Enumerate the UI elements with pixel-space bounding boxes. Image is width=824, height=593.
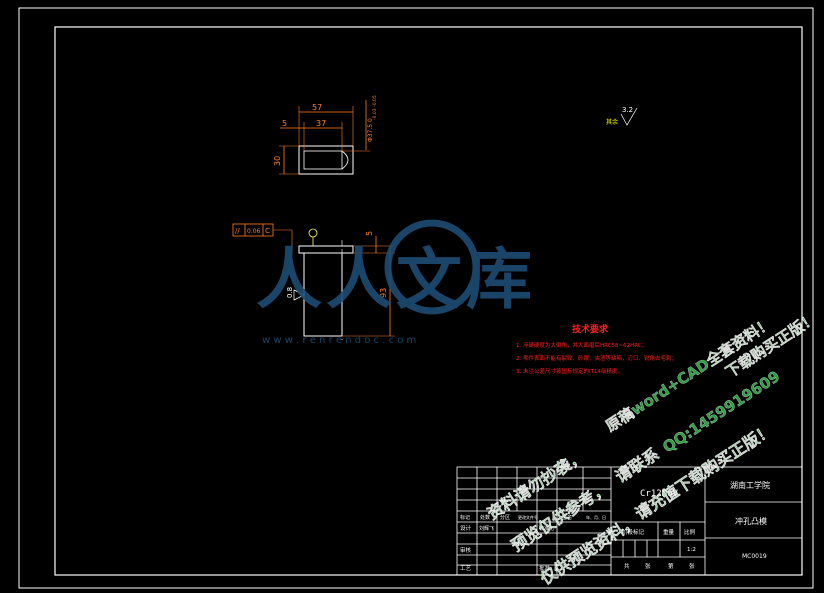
roughness-note-label: 其余 xyxy=(606,118,618,126)
dim-text-37: 37 xyxy=(316,119,326,128)
top-view-inner xyxy=(303,150,343,170)
tolerance-symbol: // xyxy=(235,227,240,235)
tech-line-2: 2. 零件表面不能有裂纹、砂眼、夹渣等缺陷，刃口、锐角去毛刺； xyxy=(516,354,677,362)
tech-line-1: 1. 淬硬硬度为大倒角，并大面磨后HRC58~62HRC； xyxy=(516,341,647,349)
top-view-arc xyxy=(341,150,349,170)
tb-sheet-4: 张 xyxy=(689,562,695,570)
title-block-text: Cr12MoV 湖南工学院 冲孔凸模 MC0019 阶段标记 重量 比例 1:2… xyxy=(460,480,770,572)
top-view: 57 5 37 30 Φ37.5 0 -0.03 -0.05 xyxy=(273,95,378,175)
tb-row-label-4: 签名 xyxy=(562,514,572,521)
roughness-note-value: 3.2 xyxy=(622,106,633,114)
tb-left-label-1: 审核 xyxy=(460,546,472,554)
dim-text-30: 30 xyxy=(273,156,282,166)
tb-school: 湖南工学院 xyxy=(730,480,770,490)
title-block xyxy=(456,466,803,576)
roughness-symbol-front xyxy=(293,289,305,301)
tb-left-value-0: 刘辉飞 xyxy=(479,525,494,532)
wm-line-1: 原稿word+CAD全套资料！ xyxy=(602,314,775,435)
tolerance-value: 0.06 xyxy=(247,228,261,235)
tb-sheet-3: 第 xyxy=(668,562,674,570)
dim-text-ra-front: 0.8 xyxy=(286,287,294,298)
wm-overlap-3: 请充值下载购买正版！ xyxy=(632,420,777,523)
dim-text-tol: -0.03 -0.05 xyxy=(372,95,378,120)
dim-text-side: Φ37.5 0 xyxy=(367,118,374,142)
tb-weight-label: 重量 xyxy=(663,528,675,536)
inner-frame xyxy=(54,26,803,576)
tb-row-label-1: 处数 xyxy=(480,514,490,521)
tb-row-label-3: 更改文件号 xyxy=(518,514,538,520)
tolerance-frame: // 0.06 C xyxy=(232,223,293,246)
tb-sheet-1: 共 xyxy=(624,562,630,570)
outer-frame xyxy=(18,7,814,589)
tb-approve-label: 批准 xyxy=(539,564,551,572)
dim-text-5-top: 5 xyxy=(282,119,287,128)
tb-scale-label: 比例 xyxy=(684,528,696,536)
tolerance-datum: C xyxy=(265,227,270,235)
tech-line-3: 3. 未注公差尺寸按国标规定的IT14级精度。 xyxy=(516,367,623,375)
watermark-logo: 人人文库 w w w . r e n r e n d o c . c o m xyxy=(256,219,536,346)
tb-row-label-0: 标记 xyxy=(460,514,470,521)
watermark-logo-text: 人人文库 xyxy=(256,241,536,318)
tb-part-name: 冲孔凸模 xyxy=(735,516,767,526)
tb-std-label: 标准化 xyxy=(539,525,554,532)
roughness-symbol xyxy=(620,107,638,126)
tb-left-label-2: 工艺 xyxy=(460,565,472,572)
tb-left-label-0: 设计 xyxy=(460,524,472,532)
tb-sheet-2: 张 xyxy=(645,562,651,570)
front-view: // 0.06 C 5 93 0.8 xyxy=(232,223,395,340)
tb-scale: 1:2 xyxy=(687,547,696,553)
watermark-text: 资料请勿抄袭， 原稿word+CAD全套资料！ 预览仅供参考， 请联系 QQ:1… xyxy=(484,309,821,589)
dim-text-93: 93 xyxy=(379,288,388,298)
wm-overlap-2: 请联系 xyxy=(612,444,663,486)
tb-material: Cr12MoV xyxy=(640,489,679,499)
watermark-url: w w w . r e n r e n d o c . c o m xyxy=(262,335,416,346)
tb-drawing-no: MC0019 xyxy=(742,553,767,560)
top-view-outline xyxy=(298,145,354,175)
tech-title: 技术要求 xyxy=(572,323,609,335)
dim-text-57: 57 xyxy=(312,103,322,112)
tb-stage-label: 阶段标记 xyxy=(622,528,645,536)
dim-text-5-front: 5 xyxy=(365,231,374,236)
tb-row-label-5: 年、月、日 xyxy=(586,514,606,520)
tb-row-label-2: 分区 xyxy=(500,514,510,521)
roughness-note: 其余 3.2 xyxy=(606,106,638,126)
tech-requirements: 技术要求 1. 淬硬硬度为大倒角，并大面磨后HRC58~62HRC； 2. 零件… xyxy=(516,323,677,375)
watermark-circle xyxy=(384,219,480,315)
datum-circle xyxy=(308,228,318,238)
